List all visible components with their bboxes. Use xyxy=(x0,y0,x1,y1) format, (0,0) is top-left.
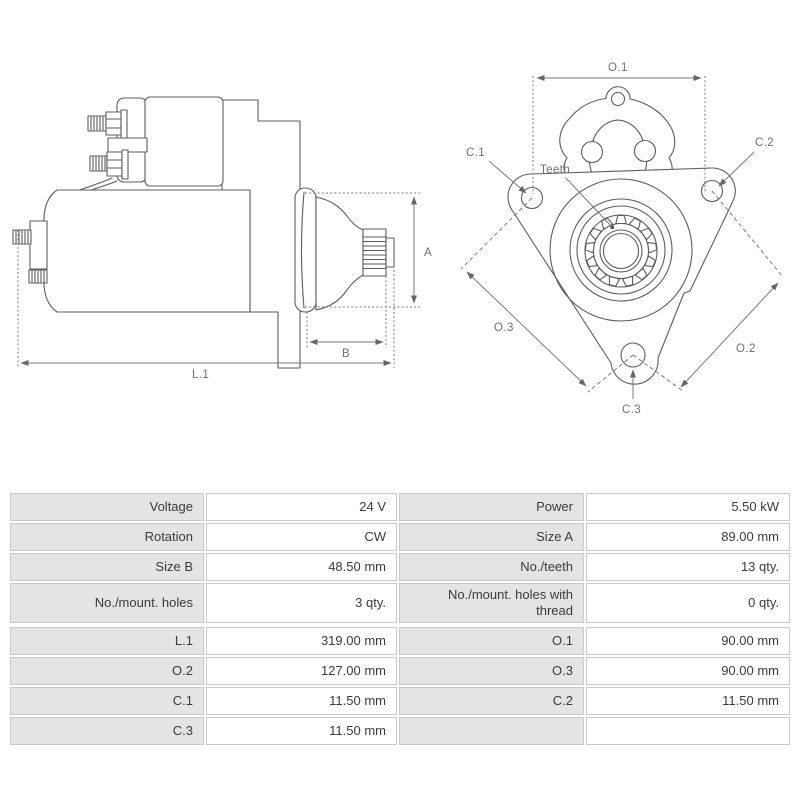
dome-top-hole xyxy=(610,91,626,107)
terminal-stud-lower-threads xyxy=(92,156,106,171)
pinion-end-cap xyxy=(385,237,395,268)
spec-table-group-dimensions: L.1 319.00 mm O.1 90.00 mm O.2 127.00 mm… xyxy=(10,627,790,745)
drive-bell xyxy=(315,196,364,311)
dim-label-o1: O.1 xyxy=(608,62,628,74)
spec-value-cell: 90.00 mm xyxy=(586,657,790,685)
side-view-dimensions xyxy=(17,192,420,368)
spec-value-cell xyxy=(586,717,790,745)
spec-label-cell: O.3 xyxy=(399,657,584,685)
spec-label-cell: C.1 xyxy=(10,687,204,715)
spec-value-cell: 89.00 mm xyxy=(586,523,790,551)
technical-drawing: A B L.1 xyxy=(12,62,784,416)
flange-ring xyxy=(294,187,317,313)
spec-value-cell: 0 qty. xyxy=(586,583,790,623)
dim-label-o3: O.3 xyxy=(494,322,514,334)
spec-label-cell: Power xyxy=(399,493,584,521)
dim-label-l1: L.1 xyxy=(192,369,209,381)
terminal-nut-upper xyxy=(105,111,122,136)
dim-label-b: B xyxy=(342,348,350,360)
spec-value-cell: 48.50 mm xyxy=(206,553,397,581)
solenoid-body xyxy=(144,96,224,187)
dim-label-teeth: Teeth xyxy=(540,164,570,176)
spec-label-cell: O.2 xyxy=(10,657,204,685)
dim-label-c1: C.1 xyxy=(466,147,485,159)
terminal-nut-lower xyxy=(106,151,123,177)
mounting-flange xyxy=(507,167,736,385)
dim-label-a: A xyxy=(424,247,432,259)
spec-label-cell: L.1 xyxy=(10,627,204,655)
gear-teeth xyxy=(584,214,658,287)
spec-label-cell: Size A xyxy=(399,523,584,551)
terminal-washer-upper xyxy=(120,109,128,139)
spec-table-group-general: Voltage 24 V Power 5.50 kW Rotation CW S… xyxy=(10,493,790,623)
spec-value-cell: CW xyxy=(206,523,397,551)
spec-value-cell: 3 qty. xyxy=(206,583,397,623)
boss-circle-mid xyxy=(569,198,673,302)
spec-label-cell: O.1 xyxy=(399,627,584,655)
spec-value-cell: 319.00 mm xyxy=(206,627,397,655)
dome-left-hole xyxy=(580,140,604,164)
dim-label-c3: C.3 xyxy=(622,404,641,416)
spec-label-cell: No./teeth xyxy=(399,553,584,581)
rear-bolt-threads xyxy=(31,270,45,283)
dome-right-hole xyxy=(633,139,657,163)
spec-label-cell: Voltage xyxy=(10,493,204,521)
spec-value-cell: 11.50 mm xyxy=(206,687,397,715)
flange-ring-inner xyxy=(300,191,305,309)
dim-label-o2: O.2 xyxy=(736,343,756,355)
spec-label-cell: Size B xyxy=(10,553,204,581)
starter-front-view xyxy=(507,86,736,385)
boss-circle-outer xyxy=(549,178,693,322)
spec-table: Voltage 24 V Power 5.50 kW Rotation CW S… xyxy=(10,493,790,745)
shaft-bore-inner xyxy=(602,232,640,270)
spec-label-cell: C.3 xyxy=(10,717,204,745)
spec-label-cell: No./mount. holes xyxy=(10,583,204,623)
starter-side-view xyxy=(12,96,395,369)
pinion-splines xyxy=(362,236,387,270)
terminal-washer-lower xyxy=(121,149,129,180)
terminal-stud-upper-threads xyxy=(90,116,104,131)
spec-label-cell: Rotation xyxy=(10,523,204,551)
spec-value-cell: 13 qty. xyxy=(586,553,790,581)
front-view-dimensions xyxy=(460,75,784,399)
spec-value-cell: 24 V xyxy=(206,493,397,521)
boss-circle-inner xyxy=(576,205,666,295)
spec-label-cell: C.2 xyxy=(399,687,584,715)
shaft-bore-outer xyxy=(599,229,643,273)
spec-value-cell: 11.50 mm xyxy=(206,717,397,745)
spec-label-cell: No./mount. holes with thread xyxy=(399,583,584,623)
dim-label-c2: C.2 xyxy=(755,137,774,149)
motor-housing xyxy=(43,189,251,313)
spec-value-cell: 127.00 mm xyxy=(206,657,397,685)
rear-stud-threads xyxy=(15,230,29,244)
spec-value-cell: 90.00 mm xyxy=(586,627,790,655)
spec-value-cell: 11.50 mm xyxy=(586,687,790,715)
spec-label-cell xyxy=(399,717,584,745)
spec-value-cell: 5.50 kW xyxy=(586,493,790,521)
rear-block xyxy=(29,220,48,270)
